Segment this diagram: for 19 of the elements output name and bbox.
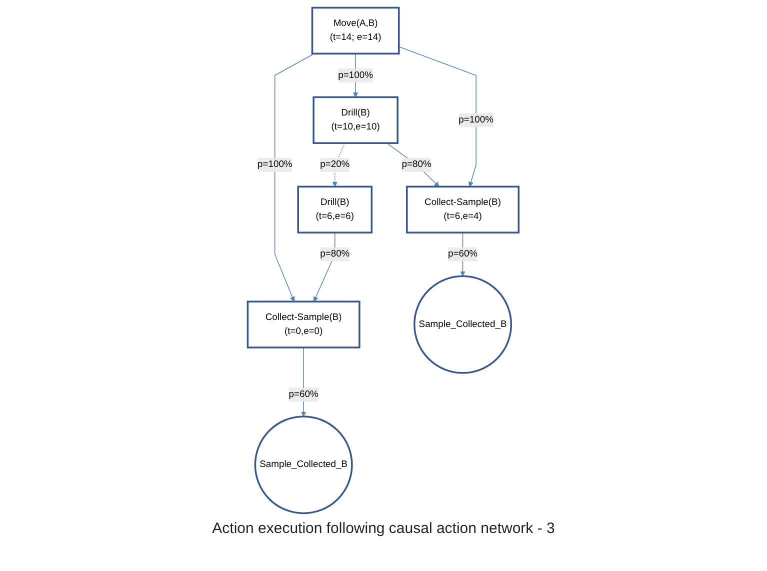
edge-label: p=80% bbox=[320, 248, 350, 259]
arrow bbox=[386, 142, 440, 186]
node-box: Move(A,B) (t=14; e=14) bbox=[312, 6, 400, 54]
node-box: Collect-Sample(B) (t=0,e=0) bbox=[247, 300, 361, 348]
edge-label: p=100% bbox=[258, 159, 293, 170]
node-circle: Sample_Collected_B bbox=[254, 415, 354, 514]
edge-label: p=60% bbox=[289, 388, 319, 399]
edge-label: p=100% bbox=[338, 70, 374, 80]
node-circle: Sample_Collected_B bbox=[414, 274, 512, 374]
node-box: Drill(B) (t=6,e=6) bbox=[298, 185, 373, 233]
edge-label: p=60% bbox=[448, 248, 478, 259]
edge-label: p=100% bbox=[458, 114, 494, 124]
edge-label: p=20% bbox=[320, 159, 350, 170]
node-box: Collect-Sample(B) (t=6,e=4) bbox=[406, 185, 520, 233]
edge-label: p=80% bbox=[402, 159, 432, 170]
arrow bbox=[398, 46, 477, 186]
caption: Action execution following causal action network - 3 bbox=[211, 520, 556, 537]
arrow bbox=[274, 52, 315, 302]
node-box: Drill(B) (t=10,e=10) bbox=[313, 96, 399, 144]
